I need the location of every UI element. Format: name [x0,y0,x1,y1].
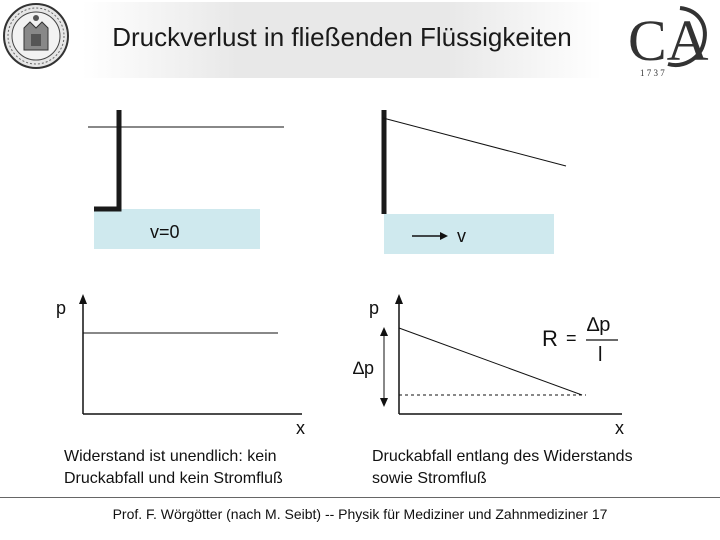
delta-p-arrow-bottom [380,398,388,407]
formula-equals: = [566,328,577,348]
formula-denominator: l [598,344,603,366]
right-caption: Druckabfall entlang des Widerstands sowi… [372,446,633,490]
right-x-axis-label: x [615,418,624,438]
right-liquid-slope [382,117,567,167]
university-logo: CA 1 7 3 7 [620,2,716,87]
slide-title: Druckverlust in fließenden Flüssigkeiten [112,22,572,52]
flow-arrow-head [440,232,448,240]
left-caption: Widerstand ist unendlich: kein Druckabfa… [64,446,283,490]
right-caption-line1: Druckabfall entlang des Widerstands [372,448,633,465]
delta-p-arrow-top [380,327,388,336]
left-y-axis-label: p [56,298,67,318]
left-tube-outline [94,110,122,212]
right-y-axis-label: p [369,298,380,318]
university-logo-icon: CA 1 7 3 7 [628,6,709,78]
left-caption-line1: Widerstand ist unendlich: kein [64,448,277,465]
logo-letters: CA [628,8,709,73]
title-band [82,2,602,78]
right-tube [381,110,567,254]
right-fluid [384,214,554,254]
left-flow-label: v=0 [150,222,180,242]
footer-divider [0,497,720,498]
right-y-axis-arrow [395,294,403,304]
right-pressure-line [398,327,583,396]
formula-lhs: R [542,326,558,351]
left-fluid [94,209,260,249]
formula-numerator: ∆p [587,314,611,336]
left-x-axis-label: x [296,418,305,438]
slide-footer: Prof. F. Wörgötter (nach M. Seibt) -- Ph… [112,506,608,522]
right-flow-label: v [457,226,466,246]
right-caption-line2: sowie Stromfluß [372,470,487,487]
university-seal-icon [3,3,69,69]
left-y-axis-arrow [79,294,87,304]
delta-p-label: ∆p [353,358,375,378]
right-graph [380,294,622,415]
left-tube [88,110,284,249]
logo-caption: 1 7 3 7 [640,68,665,78]
left-caption-line2: Druckabfall und kein Stromfluß [64,470,283,487]
left-graph [79,294,302,415]
